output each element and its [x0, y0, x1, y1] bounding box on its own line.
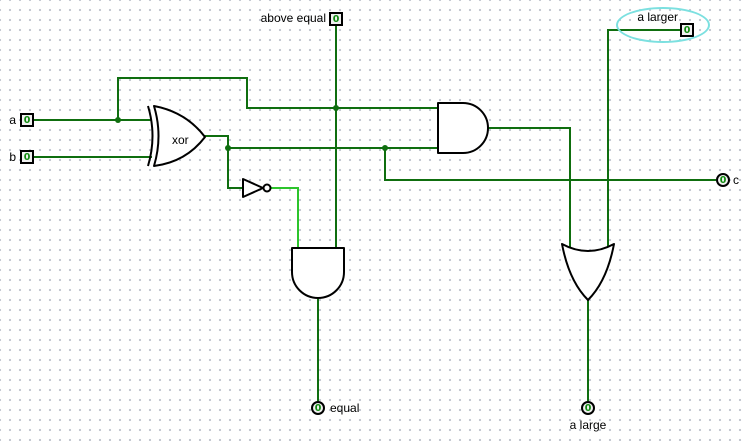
pin-value: 0 [23, 114, 31, 126]
label-c: c [733, 173, 739, 187]
wire-a-larger-net[interactable] [607, 29, 680, 248]
junction-dot [115, 117, 121, 123]
inverter-bubble [262, 183, 272, 193]
label-a-larger: a larger [637, 10, 678, 24]
wire-xor-net[interactable] [203, 135, 716, 189]
and-gate-upper[interactable] [437, 102, 489, 154]
label-a: a [9, 113, 16, 127]
wire-and-output-net[interactable] [488, 127, 571, 248]
pin-value: 0 [683, 24, 691, 36]
label-a-large: a large [569, 418, 607, 432]
junction-dot [333, 105, 339, 111]
pin-value: 0 [719, 174, 727, 186]
label-b: b [9, 150, 16, 164]
wire-a-net[interactable] [34, 77, 438, 121]
label-equal: equal [330, 401, 360, 415]
input-pin-b[interactable]: 0 [20, 150, 34, 164]
junction-dot [382, 145, 388, 151]
output-pin-c[interactable]: 0 [716, 173, 730, 187]
or-gate-lower[interactable] [561, 243, 615, 301]
output-pin-a-large[interactable]: 0 [581, 401, 595, 415]
input-pin-a[interactable]: 0 [20, 113, 34, 127]
pin-value: 0 [584, 402, 592, 414]
output-pin-equal[interactable]: 0 [311, 401, 325, 415]
and-gate-lower[interactable] [291, 247, 345, 299]
wire-not-output-net[interactable] [271, 187, 299, 249]
pin-above-equal[interactable]: 0 [329, 12, 343, 26]
xor-gate[interactable] [147, 105, 206, 167]
circuit-canvas[interactable] [0, 0, 746, 441]
junction-dot [225, 145, 231, 151]
not-gate[interactable] [242, 178, 272, 198]
label-xor-gate: xor [172, 133, 189, 147]
label-above-equal: above equal [260, 11, 326, 25]
pin-value: 0 [332, 13, 340, 25]
pin-value: 0 [314, 402, 322, 414]
pin-a-larger[interactable]: 0 [680, 23, 694, 37]
pin-value: 0 [23, 151, 31, 163]
